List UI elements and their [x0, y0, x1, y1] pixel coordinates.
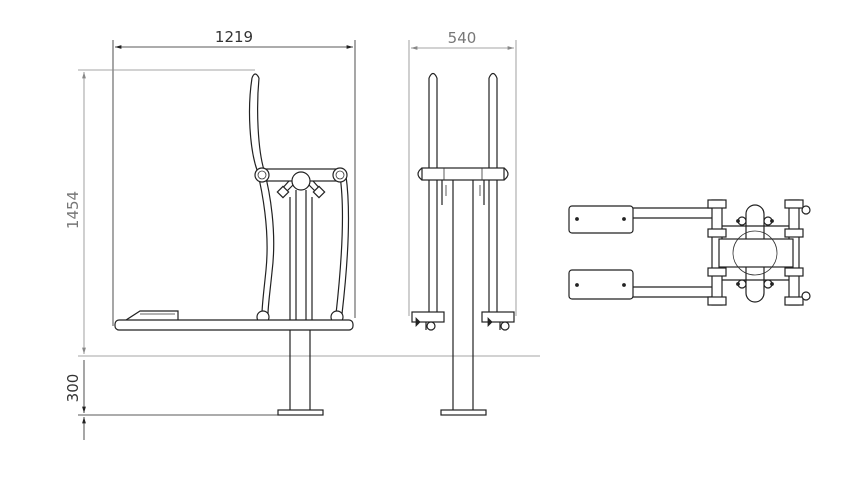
- foundation-dimension-label: 300: [64, 374, 82, 403]
- depth-dimension-label: 540: [448, 29, 477, 47]
- foundation-dimension: 300: [64, 360, 280, 440]
- front-view: 540: [408, 29, 517, 416]
- depth-dimension: 540: [408, 29, 517, 316]
- top-view: [568, 199, 811, 306]
- height-dimension: 1454: [64, 69, 540, 357]
- height-dimension-label: 1454: [64, 191, 82, 229]
- side-view: 1219 1454 300: [64, 28, 540, 440]
- width-dimension-label: 1219: [215, 28, 253, 46]
- width-dimension: 1219: [112, 28, 356, 326]
